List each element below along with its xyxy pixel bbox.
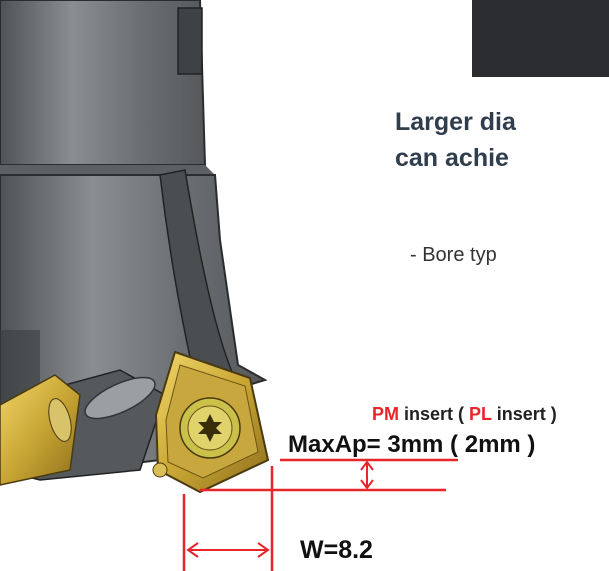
dimension-lines — [182, 458, 458, 571]
pl-insert-suffix: insert ) — [491, 404, 557, 424]
bullet-text: - Bore typ — [410, 244, 497, 266]
headline-line-2: can achie — [395, 144, 509, 172]
headline-line-1: Larger dia — [395, 108, 516, 136]
pl-insert-code: PL — [469, 404, 492, 424]
torx-screw-icon — [179, 397, 241, 459]
pm-insert-suffix: insert ( — [399, 404, 470, 424]
dark-banner — [472, 0, 609, 77]
left-insert-pocket — [0, 369, 166, 486]
width-label: W=8.2 — [300, 536, 373, 564]
insert-label: PM insert ( PL insert ) — [372, 404, 557, 425]
pm-insert-code: PM — [372, 404, 399, 424]
trigon-insert — [152, 350, 270, 494]
headline: Larger dia can achie — [395, 104, 609, 176]
max-depth-label: MaxAp= 3mm ( 2mm ) — [288, 431, 536, 458]
